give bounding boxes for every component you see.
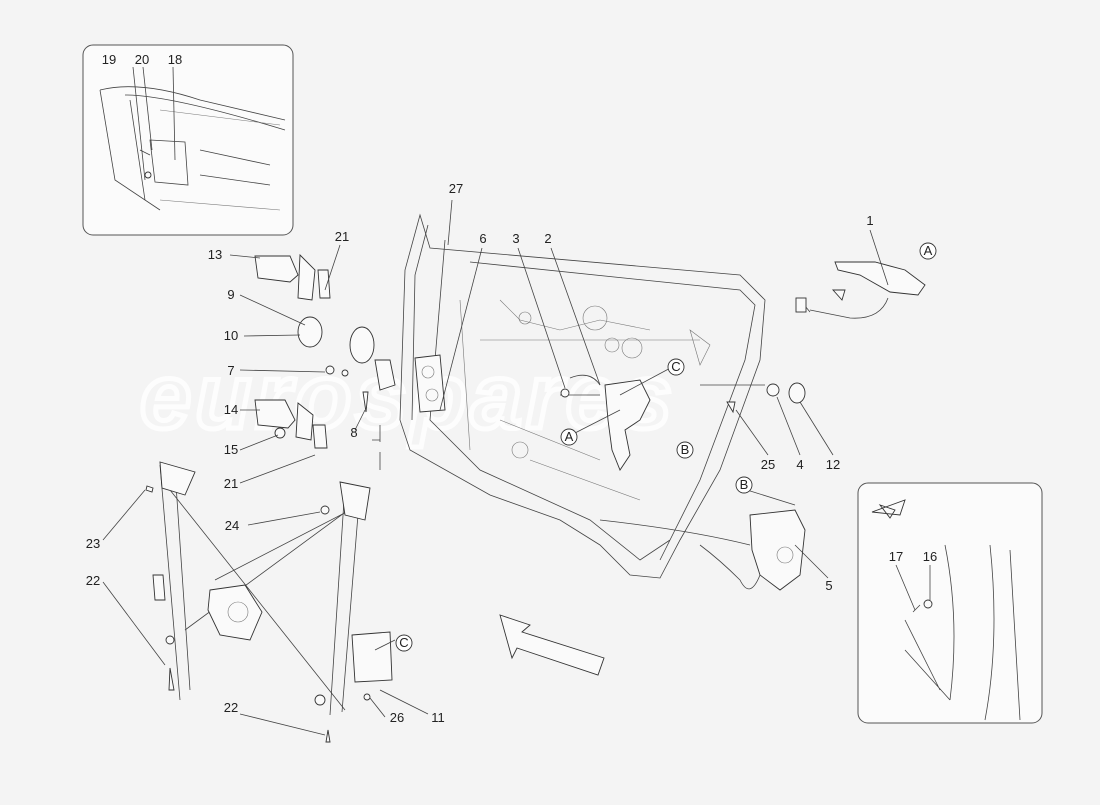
callout-15: 15 [224,442,238,457]
callout-27: 27 [449,181,463,196]
svg-text:B: B [740,477,749,492]
door-latch-part [599,509,806,591]
callout-10: 10 [224,328,238,343]
callout-18: 18 [168,52,182,67]
callout-25: 25 [761,457,775,472]
svg-text:A: A [565,429,574,444]
connector-markers: A A B B C C [395,242,937,652]
callout-3: 3 [512,231,519,246]
callout-21-top: 21 [335,229,349,244]
svg-text:A: A [924,243,933,258]
lock-assembly [560,374,651,471]
marker-b-lock: B [676,441,694,459]
callout-13: 13 [208,247,222,262]
callout-11: 11 [431,710,445,725]
inset-door-handle-detail [82,44,294,236]
watermark-text: eurospares [140,346,676,448]
window-regulator [145,461,393,743]
callout-14: 14 [224,402,238,417]
callout-24: 24 [225,518,239,533]
callout-19: 19 [102,52,116,67]
lock-cylinder-parts [700,382,806,414]
callout-20: 20 [135,52,149,67]
callout-2: 2 [544,231,551,246]
callout-16: 16 [923,549,937,564]
svg-text:C: C [671,359,680,374]
svg-text:C: C [399,635,408,650]
callout-4: 4 [796,457,803,472]
marker-b-latch: B [735,476,753,494]
inset-pillar-detail [857,482,1043,724]
callout-12: 12 [826,457,840,472]
outer-handle-part [795,261,926,319]
marker-c-regulator: C [395,634,413,652]
callout-6: 6 [479,231,486,246]
direction-arrow [499,614,605,676]
part-number-callouts: 1 2 3 4 5 6 7 8 9 10 11 12 13 14 15 16 1… [86,52,937,725]
callout-5: 5 [825,578,832,593]
callout-8: 8 [350,425,357,440]
hinge-brackets [254,253,396,470]
leader-lines [102,66,931,736]
callout-26: 26 [390,710,404,725]
callout-21-bottom: 21 [224,476,238,491]
callout-22-bottom: 22 [224,700,238,715]
callout-1: 1 [866,213,873,228]
svg-text:B: B [681,442,690,457]
callout-9: 9 [227,287,234,302]
door-check-part [414,354,446,413]
marker-a-lock: A [560,428,578,446]
callout-22-left: 22 [86,573,100,588]
marker-a-handle: A [919,242,937,260]
marker-c-door: C [667,358,685,376]
callout-7: 7 [227,363,234,378]
callout-23: 23 [86,536,100,551]
callout-17: 17 [889,549,903,564]
